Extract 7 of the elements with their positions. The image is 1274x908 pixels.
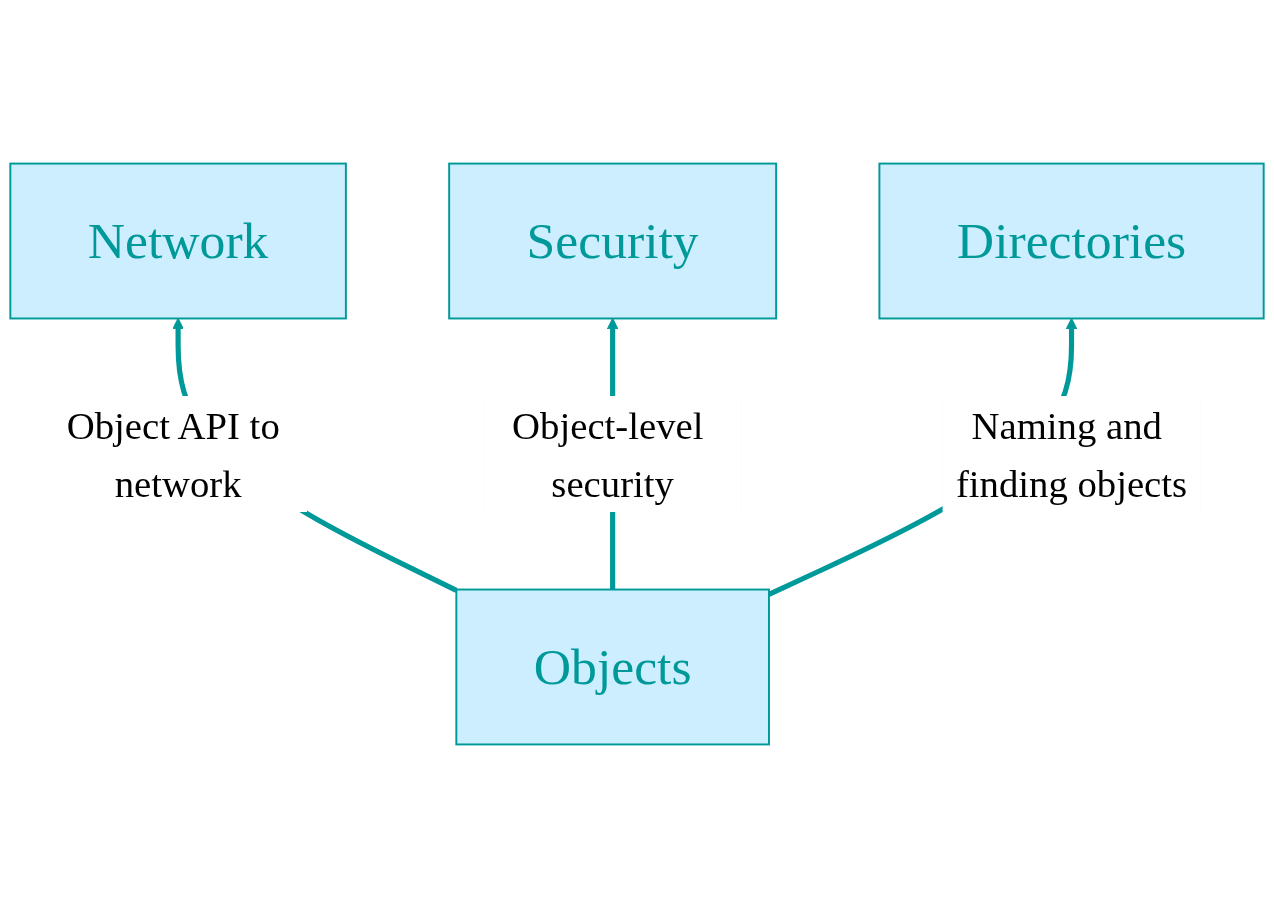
- node-box: Objects: [455, 588, 770, 746]
- edge-label: Object-level security: [512, 403, 704, 505]
- edge-label: Object API to network: [66, 403, 280, 505]
- edge-label: Naming and finding objects: [955, 403, 1188, 505]
- node-box: Security: [448, 162, 778, 320]
- node-box: Directories: [878, 162, 1265, 320]
- node-box: Network: [9, 162, 347, 320]
